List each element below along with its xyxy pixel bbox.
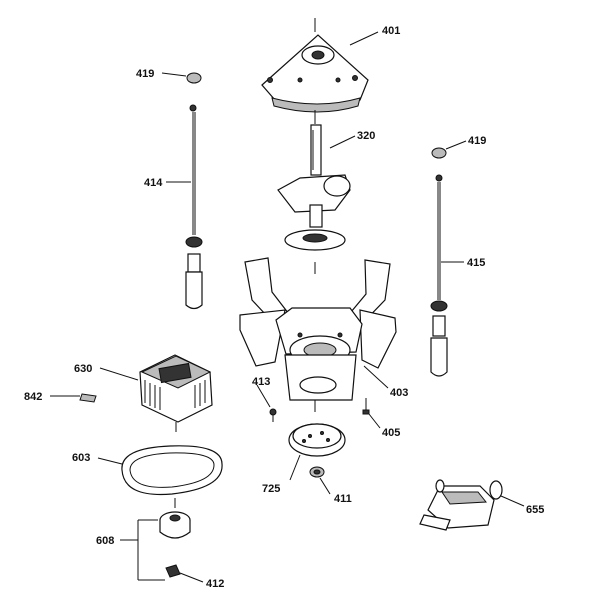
label-419-right: 419 [468, 135, 486, 147]
part-411-nut [309, 466, 331, 495]
part-413-screw [256, 384, 277, 422]
label-403: 403 [390, 387, 408, 399]
label-419-left: 419 [136, 68, 154, 80]
part-412-cap [165, 564, 204, 583]
part-401-cover [261, 18, 379, 113]
label-725: 725 [262, 483, 280, 495]
part-403-mounting-base [239, 257, 397, 412]
part-320-transmission [277, 110, 356, 274]
label-655: 655 [526, 504, 544, 516]
label-411: 411 [334, 493, 352, 505]
label-842: 842 [24, 391, 42, 403]
label-401: 401 [382, 25, 400, 37]
part-414-suspension-rod [166, 104, 203, 310]
label-405: 405 [382, 427, 400, 439]
label-630: 630 [74, 363, 92, 375]
label-413: 413 [252, 376, 270, 388]
label-608: 608 [96, 535, 114, 547]
label-415: 415 [467, 257, 485, 269]
label-320: 320 [357, 130, 375, 142]
label-412: 412 [206, 578, 224, 590]
part-725-pulley [288, 423, 346, 481]
part-405-bolt [362, 398, 381, 429]
part-419-left-cap [161, 72, 202, 84]
label-603: 603 [72, 452, 90, 464]
part-655-pump [419, 479, 525, 531]
part-419-right-cap [431, 140, 467, 159]
label-414: 414 [144, 177, 163, 189]
part-608-hub [120, 498, 191, 581]
part-842-clip [50, 393, 97, 403]
part-630-motor [99, 354, 213, 432]
part-415-suspension-rod [430, 174, 464, 377]
part-603-belt [97, 445, 223, 496]
